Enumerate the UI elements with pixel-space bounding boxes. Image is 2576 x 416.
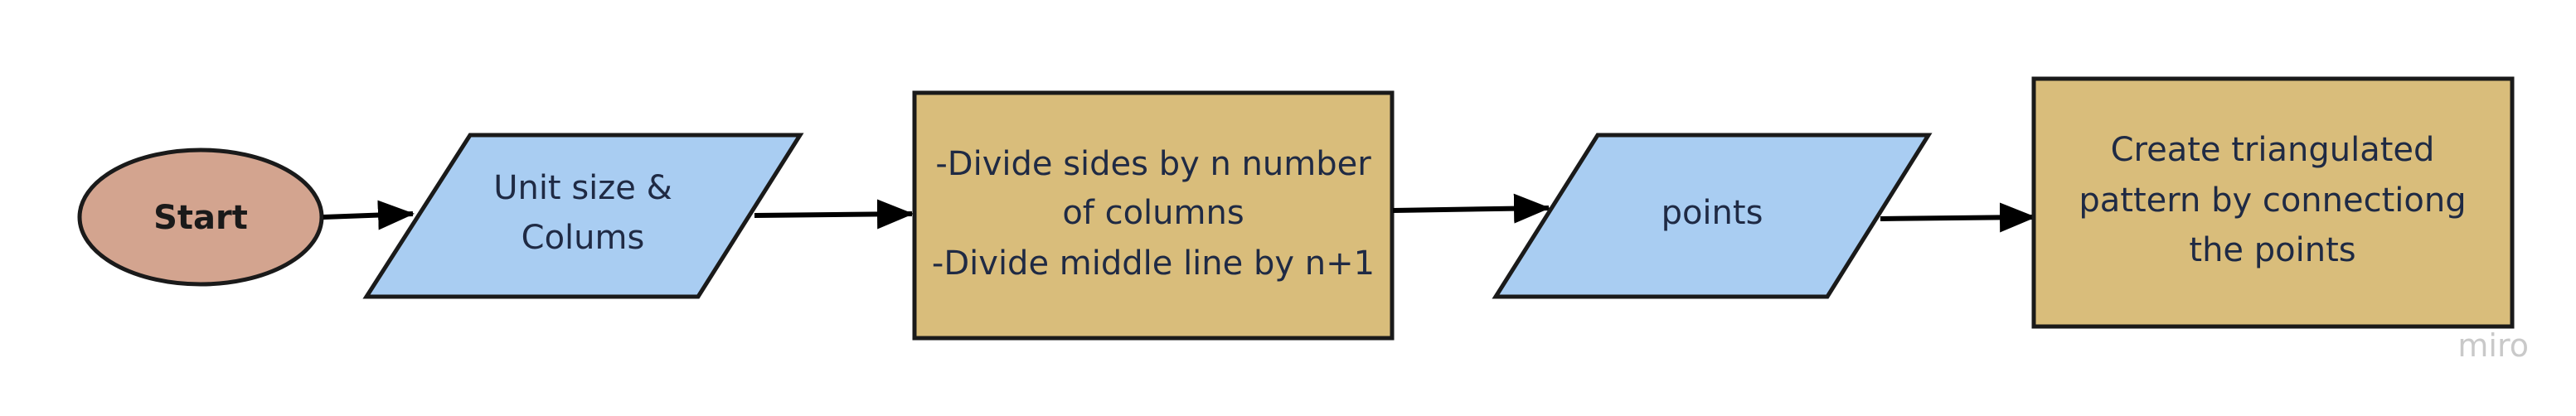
input-parallelogram xyxy=(362,133,804,299)
points-node[interactable]: points xyxy=(1492,133,1933,299)
miro-watermark: miro xyxy=(2457,327,2529,364)
arrow-start-to-input xyxy=(323,200,415,230)
start-ellipse xyxy=(77,148,324,287)
divide-label-line-1: -Divide sides by n number xyxy=(935,145,1371,183)
arrow-divide-to-points xyxy=(1392,193,1550,224)
divide-label-line-3: -Divide middle line by n+1 xyxy=(932,244,1375,283)
input-label-line-2: Colums xyxy=(522,219,645,257)
points-parallelogram xyxy=(1492,133,1933,299)
create-label-line-2: pattern by connectiong xyxy=(2079,181,2466,220)
divide-label-line-2: of columns xyxy=(1062,194,1244,232)
input-node[interactable]: Unit size & Colums xyxy=(362,133,804,299)
divide-node[interactable]: -Divide sides by n number of columns -Di… xyxy=(912,90,1395,341)
create-node[interactable]: Create triangulated pattern by connectio… xyxy=(2031,76,2515,329)
input-label-line-1: Unit size & xyxy=(493,169,672,207)
start-node[interactable]: Start xyxy=(77,148,324,287)
arrow-input-to-divide xyxy=(754,199,914,230)
create-label-line-1: Create triangulated xyxy=(2111,131,2435,169)
arrow-points-to-create xyxy=(1880,202,2036,233)
divide-box xyxy=(912,90,1395,341)
create-box xyxy=(2031,76,2515,329)
start-label: Start xyxy=(153,199,248,237)
create-label-line-3: the points xyxy=(2189,231,2355,269)
points-label: points xyxy=(1662,194,1763,232)
